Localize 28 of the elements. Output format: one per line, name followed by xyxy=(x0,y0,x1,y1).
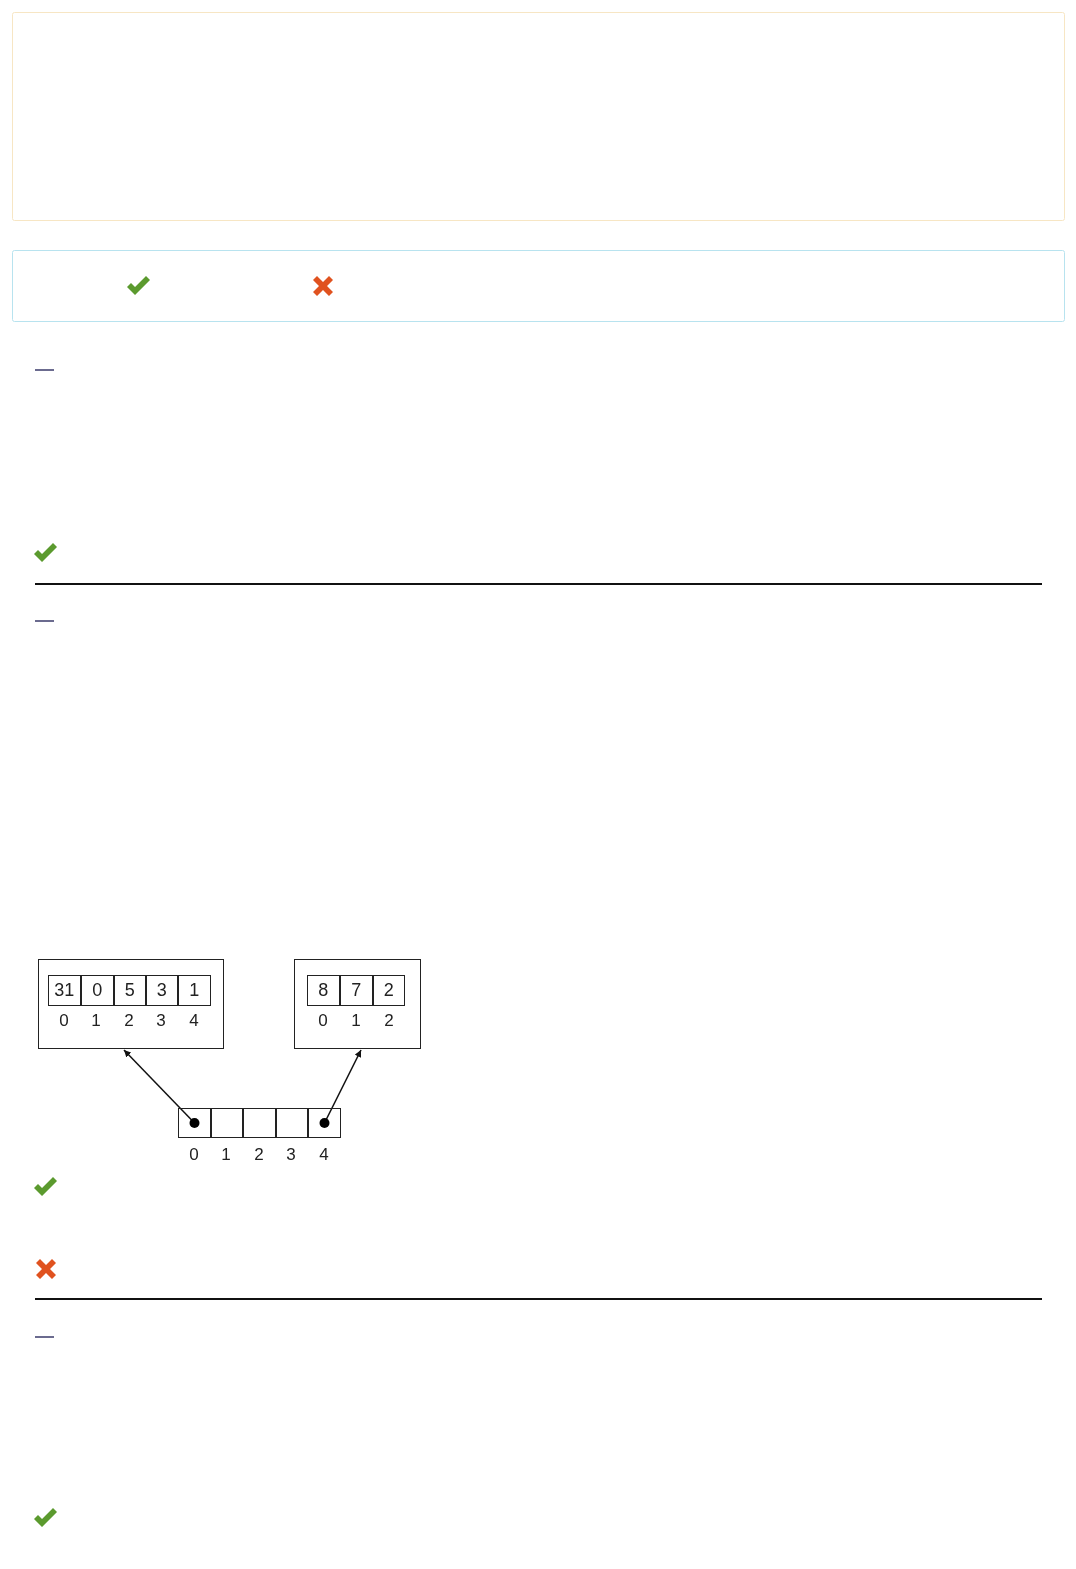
array-cell xyxy=(276,1108,308,1138)
array-cell: 7 xyxy=(339,974,373,1006)
array-cell: 5 xyxy=(113,974,146,1006)
array-cell: 3 xyxy=(145,974,178,1006)
index-number: 1 xyxy=(90,1011,102,1031)
array-cell: 31 xyxy=(47,974,81,1006)
index-number: 2 xyxy=(383,1011,395,1031)
index-number: 0 xyxy=(58,1011,70,1031)
index-number: 1 xyxy=(220,1145,232,1165)
index-number: 0 xyxy=(317,1011,329,1031)
array-cell: 0 xyxy=(80,974,114,1006)
index-number: 4 xyxy=(318,1145,330,1165)
index-number: 2 xyxy=(123,1011,135,1031)
array-box xyxy=(38,959,224,1049)
array-cell: 2 xyxy=(372,974,405,1006)
index-number: 3 xyxy=(155,1011,167,1031)
index-number: 4 xyxy=(188,1011,200,1031)
array-box xyxy=(294,959,421,1049)
array-cell: 8 xyxy=(306,974,340,1006)
array-cell xyxy=(243,1108,276,1138)
index-number: 0 xyxy=(188,1145,200,1165)
array-cell xyxy=(178,1108,211,1138)
index-number: 1 xyxy=(350,1011,362,1031)
index-number: 2 xyxy=(253,1145,265,1165)
array-cell xyxy=(211,1108,243,1138)
array-cell: 1 xyxy=(177,974,211,1006)
array-cell xyxy=(308,1108,341,1138)
index-number: 3 xyxy=(285,1145,297,1165)
